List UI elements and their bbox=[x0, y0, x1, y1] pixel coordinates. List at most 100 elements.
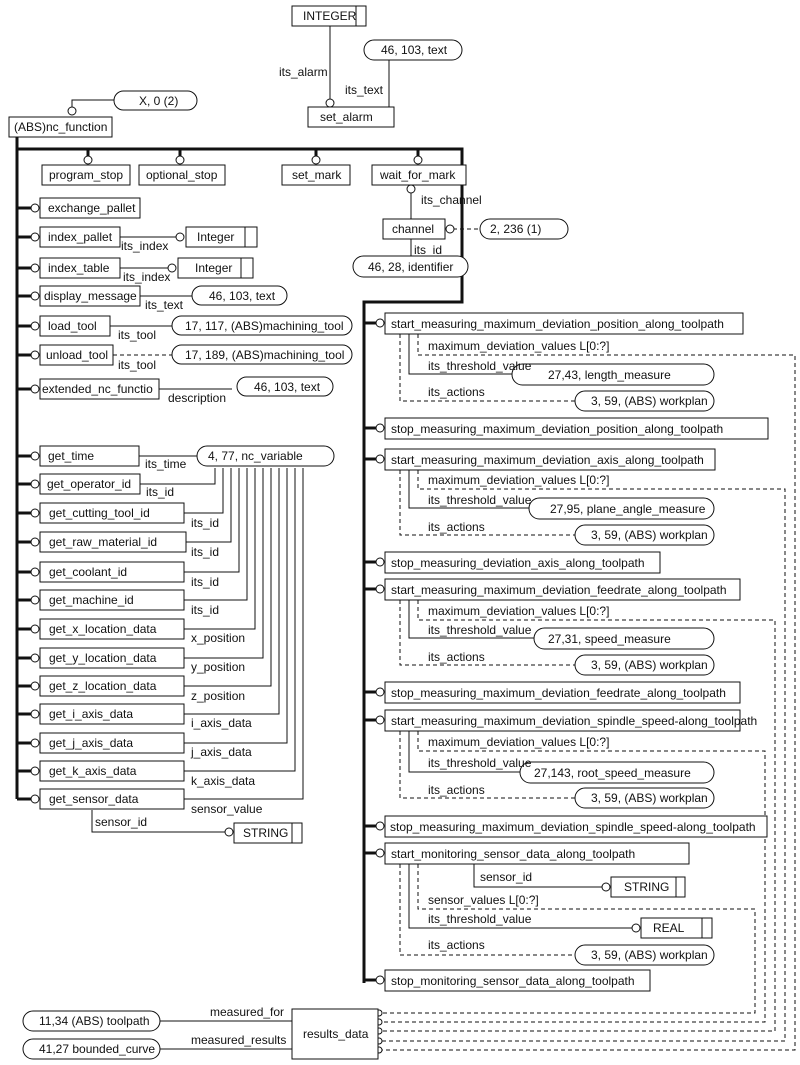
svg-text:start_measuring_maximum_deviat: start_measuring_maximum_deviation_feedra… bbox=[391, 583, 727, 597]
svg-text:3, 59, (ABS) workplan: 3, 59, (ABS) workplan bbox=[591, 658, 708, 672]
entity-get-x-location-data: get_x_location_data bbox=[39, 618, 185, 640]
svg-text:11,34 (ABS) toolpath: 11,34 (ABS) toolpath bbox=[39, 1014, 150, 1028]
ref-workplan-5: 3, 59, (ABS) workplan bbox=[574, 944, 715, 966]
page-references: X, 0 (2) 46, 103, text 2, 236 (1) 46, 28… bbox=[22, 39, 715, 1060]
svg-text:exchange_pallet: exchange_pallet bbox=[48, 201, 136, 215]
svg-text:stop_monitoring_sensor_data_al: stop_monitoring_sensor_data_along_toolpa… bbox=[391, 974, 635, 988]
entity-get-j-axis-data: get_j_axis_data bbox=[39, 732, 185, 754]
label-its-tool-load: its_tool bbox=[118, 328, 156, 342]
entity-results-data: results_data bbox=[291, 1008, 379, 1060]
label-sensor-value: sensor_value bbox=[191, 802, 263, 816]
entity-get-k-axis-data: get_k_axis_data bbox=[39, 760, 185, 782]
label-thr-1: its_threshold_value bbox=[428, 359, 532, 373]
entity-load-tool: load_tool bbox=[39, 315, 111, 337]
entity-program-stop: program_stop bbox=[41, 164, 131, 186]
svg-text:27,43, length_measure: 27,43, length_measure bbox=[548, 368, 671, 382]
entity-index-table: index_table bbox=[39, 257, 121, 279]
svg-text:stop_measuring_maximum_deviati: stop_measuring_maximum_deviation_feedrat… bbox=[391, 686, 726, 700]
svg-text:STRING: STRING bbox=[624, 880, 669, 894]
ref-text-ext: 46, 103, text bbox=[236, 376, 334, 397]
svg-text:Integer: Integer bbox=[197, 230, 234, 244]
label-measured-results: measured_results bbox=[191, 1033, 286, 1047]
entity-real: REAL bbox=[640, 917, 713, 939]
svg-text:index_pallet: index_pallet bbox=[48, 230, 113, 244]
relationship-circles bbox=[30, 98, 641, 1054]
label-act-4: its_actions bbox=[428, 783, 485, 797]
entity-get-sensor-data: get_sensor_data bbox=[39, 788, 185, 810]
label-sensor-values: sensor_values L[0:?] bbox=[428, 893, 539, 907]
label-mdv-4: maximum_deviation_values L[0:?] bbox=[428, 735, 609, 749]
label-its-id-channel: its_id bbox=[414, 243, 442, 257]
ref-workplan-1: 3, 59, (ABS) workplan bbox=[574, 390, 715, 412]
svg-text:optional_stop: optional_stop bbox=[146, 168, 218, 182]
label-its-time: its_time bbox=[145, 457, 187, 471]
entity-exchange-pallet: exchange_pallet bbox=[39, 197, 141, 219]
ref-nc-variable: 4, 77, nc_variable bbox=[196, 445, 335, 467]
label-mdv-2: maximum_deviation_values L[0:?] bbox=[428, 473, 609, 487]
svg-text:27,143, root_speed_measure: 27,143, root_speed_measure bbox=[534, 766, 691, 780]
label-description: description bbox=[168, 391, 226, 405]
relation-labels: its_alarm its_text its_channel its_id it… bbox=[95, 65, 609, 1047]
entity-stop-measuring-spindle: stop_measuring_maximum_deviation_spindle… bbox=[384, 815, 768, 838]
svg-text:3, 59, (ABS) workplan: 3, 59, (ABS) workplan bbox=[591, 394, 708, 408]
ref-text-alarm: 46, 103, text bbox=[363, 39, 463, 61]
label-k-axis-data: k_axis_data bbox=[191, 774, 255, 788]
label-mdv-1: maximum_deviation_values L[0:?] bbox=[428, 339, 609, 353]
ref-root-speed: 27,143, root_speed_measure bbox=[519, 761, 715, 784]
svg-text:Integer: Integer bbox=[195, 261, 232, 275]
label-its-text-alarm: its_text bbox=[345, 83, 384, 97]
ref-bounded-curve: 41,27 bounded_curve bbox=[22, 1038, 161, 1060]
svg-text:get_raw_material_id: get_raw_material_id bbox=[49, 535, 157, 549]
svg-text:get_coolant_id: get_coolant_id bbox=[49, 565, 127, 579]
label-its-id-machine: its_id bbox=[191, 603, 219, 617]
svg-text:display_message: display_message bbox=[44, 289, 137, 303]
svg-text:STRING: STRING bbox=[243, 826, 288, 840]
ref-plane-angle: 27,95, plane_angle_measure bbox=[528, 497, 715, 520]
ref-workplan-4: 3, 59, (ABS) workplan bbox=[574, 787, 715, 809]
svg-text:get_x_location_data: get_x_location_data bbox=[49, 622, 157, 636]
ref-machining-tool-unload: 17, 189, (ABS)machining_tool bbox=[171, 344, 353, 365]
svg-text:46, 103, text: 46, 103, text bbox=[254, 380, 321, 394]
entity-start-monitoring-sensor: start_monitoring_sensor_data_along_toolp… bbox=[384, 842, 690, 865]
label-thr-5: its_threshold_value bbox=[428, 912, 532, 926]
entity-set-alarm: set_alarm bbox=[307, 106, 395, 128]
svg-text:channel: channel bbox=[392, 222, 434, 236]
ref-speed-measure: 27,31, speed_measure bbox=[533, 627, 715, 650]
svg-text:unload_tool: unload_tool bbox=[46, 348, 108, 362]
svg-text:27,95, plane_angle_measure: 27,95, plane_angle_measure bbox=[550, 502, 706, 516]
svg-text:get_i_axis_data: get_i_axis_data bbox=[49, 707, 133, 721]
svg-text:extended_nc_functio: extended_nc_functio bbox=[42, 382, 153, 396]
svg-text:stop_measuring_maximum_deviati: stop_measuring_maximum_deviation_spindle… bbox=[390, 820, 756, 834]
ref-identifier: 46, 28, identifier bbox=[352, 255, 469, 278]
label-its-alarm: its_alarm bbox=[279, 65, 328, 79]
svg-text:3, 59, (ABS) workplan: 3, 59, (ABS) workplan bbox=[591, 791, 708, 805]
label-z-position: z_position bbox=[191, 689, 245, 703]
entity-nc-function: (ABS)nc_function bbox=[8, 116, 113, 138]
entity-get-machine-id: get_machine_id bbox=[39, 589, 185, 611]
entity-get-z-location-data: get_z_location_data bbox=[39, 675, 185, 697]
ref-toolpath: 11,34 (ABS) toolpath bbox=[22, 1010, 161, 1032]
entity-stop-monitoring-sensor: stop_monitoring_sensor_data_along_toolpa… bbox=[384, 969, 651, 992]
svg-text:get_operator_id: get_operator_id bbox=[47, 477, 131, 491]
entity-unload-tool: unload_tool bbox=[39, 344, 114, 366]
svg-text:get_j_axis_data: get_j_axis_data bbox=[49, 736, 133, 750]
entity-stop-measuring-position: stop_measuring_maximum_deviation_positio… bbox=[384, 417, 769, 440]
ref-x02: X, 0 (2) bbox=[113, 90, 198, 111]
label-thr-2: its_threshold_value bbox=[428, 493, 532, 507]
entity-start-measuring-axis: start_measuring_maximum_deviation_axis_a… bbox=[384, 448, 716, 471]
label-thr-3: its_threshold_value bbox=[428, 623, 532, 637]
label-its-id-cutting: its_id bbox=[191, 516, 219, 530]
entity-boxes: INTEGER set_alarm (ABS)nc_function progr… bbox=[8, 5, 769, 1060]
entity-integer-top: INTEGER bbox=[291, 5, 367, 27]
entity-string-left: STRING bbox=[233, 822, 303, 844]
label-its-text-display: its_text bbox=[145, 298, 184, 312]
svg-text:stop_measuring_deviation_axis_: stop_measuring_deviation_axis_along_tool… bbox=[391, 556, 645, 570]
svg-text:REAL: REAL bbox=[653, 921, 685, 935]
svg-text:46, 103, text: 46, 103, text bbox=[209, 289, 276, 303]
entity-start-measuring-feedrate: start_measuring_maximum_deviation_feedra… bbox=[384, 578, 741, 601]
svg-text:46, 28, identifier: 46, 28, identifier bbox=[368, 260, 453, 274]
entity-index-pallet: index_pallet bbox=[39, 226, 121, 248]
entity-integer-b: Integer bbox=[177, 257, 254, 279]
label-its-id-raw: its_id bbox=[191, 545, 219, 559]
svg-text:start_monitoring_sensor_data_a: start_monitoring_sensor_data_along_toolp… bbox=[391, 847, 635, 861]
